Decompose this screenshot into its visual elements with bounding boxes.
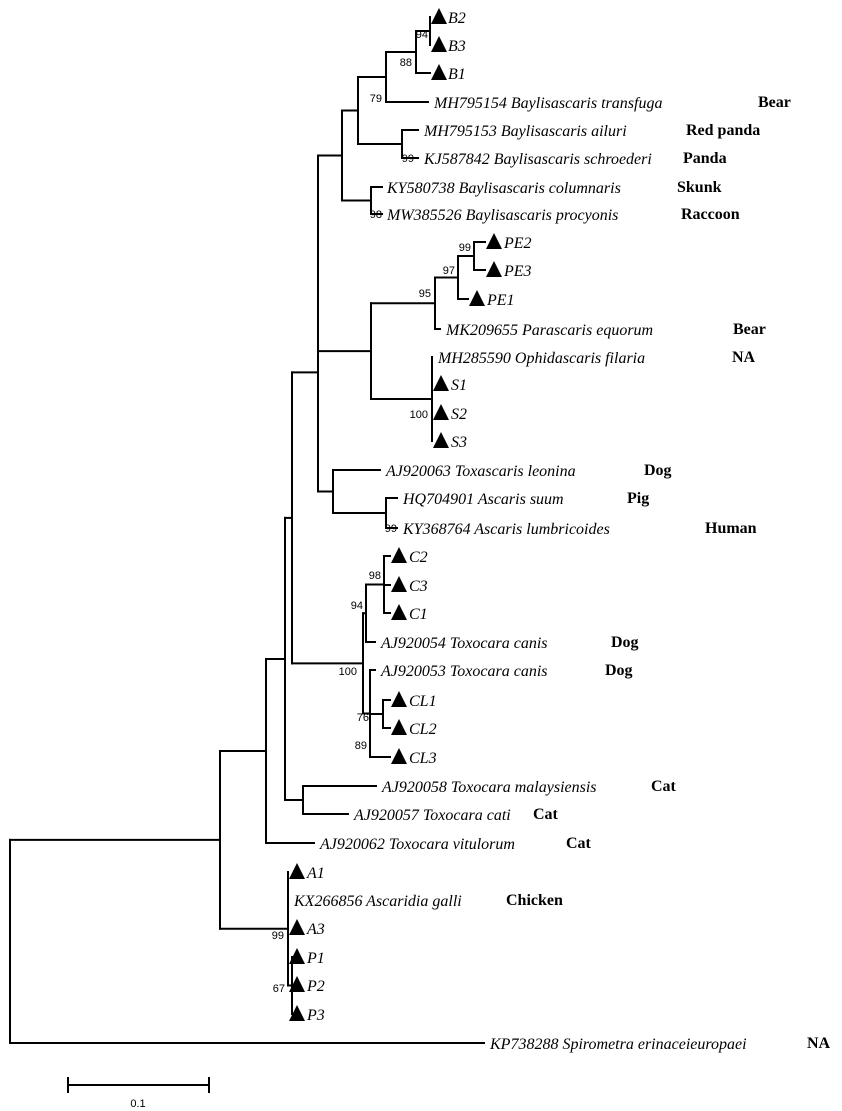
host-label-HQ704901: Pig [627,490,649,507]
triangle-marker-icon [431,64,447,80]
triangle-marker-icon [391,547,407,563]
triangle-marker-icon [391,691,407,707]
leaf-label-PE3: PE3 [503,263,532,280]
leaf-label-PE2: PE2 [503,235,532,252]
bootstrap-n_c: 98 [369,570,381,582]
host-label-AJ920054: Dog [611,634,639,651]
leaf-label-AJ920053: AJ920053 Toxocara canis [380,663,548,680]
bootstrap-n_b: 88 [400,57,412,69]
host-label-KY368764: Human [705,520,757,537]
triangle-marker-icon [431,8,447,24]
host-label-AJ920063: Dog [644,462,672,479]
triangle-marker-icon [486,233,502,249]
host-label-KJ587842: Panda [683,150,727,167]
host-label-MW385526: Raccoon [681,206,740,223]
leaf-label-C2: C2 [409,549,428,566]
bootstrap-n_p: 67 [273,983,285,995]
bootstrap-n_bear: 79 [370,93,382,105]
bootstrap-n_tox: 100 [339,666,357,678]
bootstrap-values: 94 88 79 99 98 99 97 95 100 99 98 94 76 89 100 67 99 [272,29,471,995]
host-label-AJ920057: Cat [533,806,559,823]
host-label-MH285590: NA [732,349,756,366]
leaf-label-AJ920062: AJ920062 Toxocara vitulorum [319,836,515,853]
bootstrap-n_pe23: 99 [459,242,471,254]
host-label-AJ920058: Cat [651,778,677,795]
host-label-MH795154: Bear [758,94,791,111]
leaf-label-B3: B3 [448,38,466,55]
host-label-MH795153: Red panda [686,122,760,139]
leaf-label-CL2: CL2 [409,721,437,738]
scale-bar: 0.1 [67,1077,210,1110]
leaf-label-S2: S2 [451,406,467,423]
leaf-label-KY580738: KY580738 Baylisascaris columnaris [386,180,621,197]
bootstrap-n_pe_eq: 95 [419,288,431,300]
tree-branches [9,16,486,1044]
host-label-AJ920062: Cat [566,835,592,852]
triangle-marker-icon [289,948,305,964]
leaf-label-B2: B2 [448,10,466,27]
leaf-label-C3: C3 [409,578,428,595]
triangle-marker-icon [433,432,449,448]
triangle-marker-icon [289,919,305,935]
triangle-marker-icon [433,375,449,391]
triangle-marker-icon [391,576,407,592]
scale-bar-label: 0.1 [130,1098,145,1110]
leaf-label-A1: A1 [306,865,325,882]
leaf-label-KP738288: KP738288 Spirometra erinaceieuropaei [489,1036,747,1053]
leaf-label-P2: P2 [306,978,325,995]
triangle-marker-icon [391,748,407,764]
host-label-MK209655: Bear [733,321,766,338]
leaf-label-AJ920054: AJ920054 Toxocara canis [380,635,548,652]
triangle-marker-icon [289,1005,305,1021]
triangle-marker-icon [289,863,305,879]
leaf-label-MK209655: MK209655 Parascaris equorum [445,322,653,339]
bootstrap-n_c_dog: 94 [351,600,363,612]
bootstrap-n_asc: 99 [385,523,397,535]
leaf-label-MH285590: MH285590 Ophidascaris filaria [437,350,645,367]
bootstrap-n_cl: 89 [355,740,367,752]
leaf-label-MH795153: MH795153 Baylisascaris ailuri [423,123,627,140]
leaf-label-AJ920063: AJ920063 Toxascaris leonina [385,463,576,480]
leaf-label-PE1: PE1 [486,292,515,309]
triangle-marker-icon [431,36,447,52]
sample-markers [289,8,502,1021]
leaf-label-CL3: CL3 [409,750,437,767]
leaf-label-HQ704901: HQ704901 Ascaris suum [402,491,564,508]
leaf-label-MW385526: MW385526 Baylisascaris procyonis [386,207,618,224]
host-label-KY580738: Skunk [677,179,722,196]
bootstrap-n_rac: 98 [370,209,382,221]
leaf-label-P3: P3 [306,1007,325,1024]
leaf-label-AJ920057: AJ920057 Toxocara cati [353,807,511,824]
bootstrap-n_s: 100 [410,409,428,421]
triangle-marker-icon [391,719,407,735]
bootstrap-n_b23: 94 [416,29,428,41]
triangle-marker-icon [391,604,407,620]
host-label-KX266856: Chicken [506,892,563,909]
leaf-label-S3: S3 [451,434,467,451]
leaf-label-P1: P1 [306,950,325,967]
leaf-label-MH795154: MH795154 Baylisascaris transfuga [433,95,662,112]
leaf-label-C1: C1 [409,606,428,623]
leaf-label-CL1: CL1 [409,693,437,710]
bootstrap-n_a: 99 [272,930,284,942]
bootstrap-n_pe: 97 [443,265,455,277]
bootstrap-n_cl_inner: 76 [357,712,369,724]
leaf-label-KJ587842: KJ587842 Baylisascaris schroederi [423,151,652,168]
bootstrap-n_panda: 99 [402,153,414,165]
triangle-marker-icon [433,404,449,420]
triangle-marker-icon [469,290,485,306]
leaf-label-B1: B1 [448,66,466,83]
triangle-marker-icon [289,976,305,992]
leaf-label-A3: A3 [306,921,325,938]
leaf-label-KY368764: KY368764 Ascaris lumbricoides [402,521,610,538]
host-label-AJ920053: Dog [605,662,633,679]
leaf-label-S1: S1 [451,377,467,394]
leaf-label-AJ920058: AJ920058 Toxocara malaysiensis [381,779,597,796]
leaf-label-KX266856: KX266856 Ascaridia galli [293,893,462,910]
host-label-KP738288: NA [807,1035,831,1052]
triangle-marker-icon [486,261,502,277]
